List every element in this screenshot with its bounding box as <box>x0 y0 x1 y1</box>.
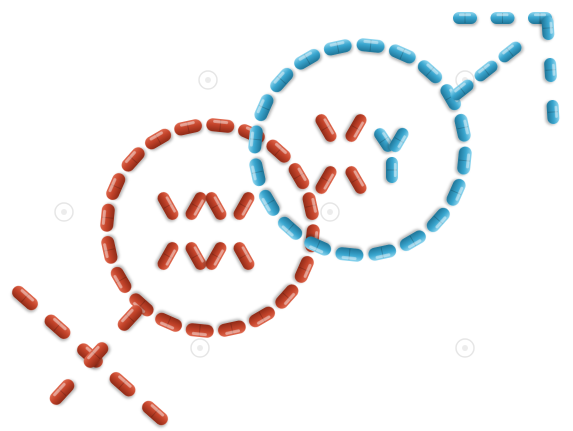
red-pill <box>155 312 182 332</box>
blue-pill <box>248 125 263 154</box>
blue-pill <box>335 247 364 262</box>
blue-pill <box>254 94 274 122</box>
red-pill <box>233 242 255 270</box>
blue-pill <box>294 48 321 70</box>
female-symbol-icon <box>12 118 320 426</box>
red-pill <box>157 242 179 270</box>
blue-pill <box>277 216 303 240</box>
red-pill <box>83 342 109 368</box>
blue-pill <box>498 41 522 63</box>
blue-pill <box>454 113 471 142</box>
blue-pill <box>356 38 385 53</box>
dreamstime-watermark-icon <box>190 338 210 358</box>
blue-pill <box>386 157 398 183</box>
red-pill <box>233 192 255 220</box>
red-pill <box>185 323 214 338</box>
red-pill <box>106 173 126 200</box>
red-pill <box>100 203 115 232</box>
blue-pill <box>304 236 332 256</box>
red-pill <box>142 400 168 426</box>
red-pill <box>315 166 337 194</box>
dreamstime-watermark-icon <box>198 70 218 90</box>
watermark-group <box>54 70 475 358</box>
blue-pill <box>368 244 397 261</box>
red-pill <box>205 192 227 220</box>
red-pill <box>248 306 275 328</box>
red-pill <box>345 114 367 142</box>
blue-pill <box>426 207 450 233</box>
red-pill <box>205 242 227 270</box>
red-pill <box>109 372 136 397</box>
blue-pill <box>323 39 352 56</box>
blue-pill <box>388 44 416 64</box>
blue-pill <box>399 230 426 252</box>
blue-pill <box>446 178 466 206</box>
red-pill <box>288 163 310 190</box>
red-pill <box>275 284 299 309</box>
red-pill <box>345 166 367 194</box>
red-pill <box>266 139 291 163</box>
blue-pill <box>544 58 557 82</box>
red-pill <box>117 305 143 331</box>
dreamstime-watermark-icon <box>54 202 74 222</box>
blue-pill <box>270 67 294 93</box>
blue-pill <box>258 189 280 216</box>
red-pill <box>315 114 337 142</box>
red-pill <box>174 119 202 136</box>
blue-pill <box>457 146 472 175</box>
blue-pill <box>389 127 409 153</box>
blue-pill <box>541 16 555 40</box>
blue-pill <box>546 100 560 124</box>
blue-pill <box>474 60 498 82</box>
red-pill <box>302 192 319 220</box>
red-pill <box>12 285 38 311</box>
red-pill <box>110 266 132 293</box>
red-pill <box>185 242 207 270</box>
blue-pill <box>374 128 394 152</box>
dreamstime-watermark-icon <box>320 202 340 222</box>
red-pill <box>157 192 179 220</box>
red-pill <box>294 256 314 283</box>
blue-pill <box>417 60 443 84</box>
blue-pill <box>490 12 515 24</box>
red-pill <box>44 314 71 339</box>
red-pill <box>101 236 118 264</box>
dreamstime-watermark-icon <box>455 338 475 358</box>
red-pill <box>185 192 207 220</box>
blue-pill <box>453 12 477 24</box>
red-pill <box>121 147 145 172</box>
red-pill <box>206 118 235 133</box>
red-pill <box>145 128 172 150</box>
red-pill <box>218 320 246 337</box>
blue-pill <box>450 79 474 101</box>
red-pill <box>49 379 75 405</box>
blue-pill <box>249 158 266 187</box>
male-symbol-icon <box>248 12 560 262</box>
